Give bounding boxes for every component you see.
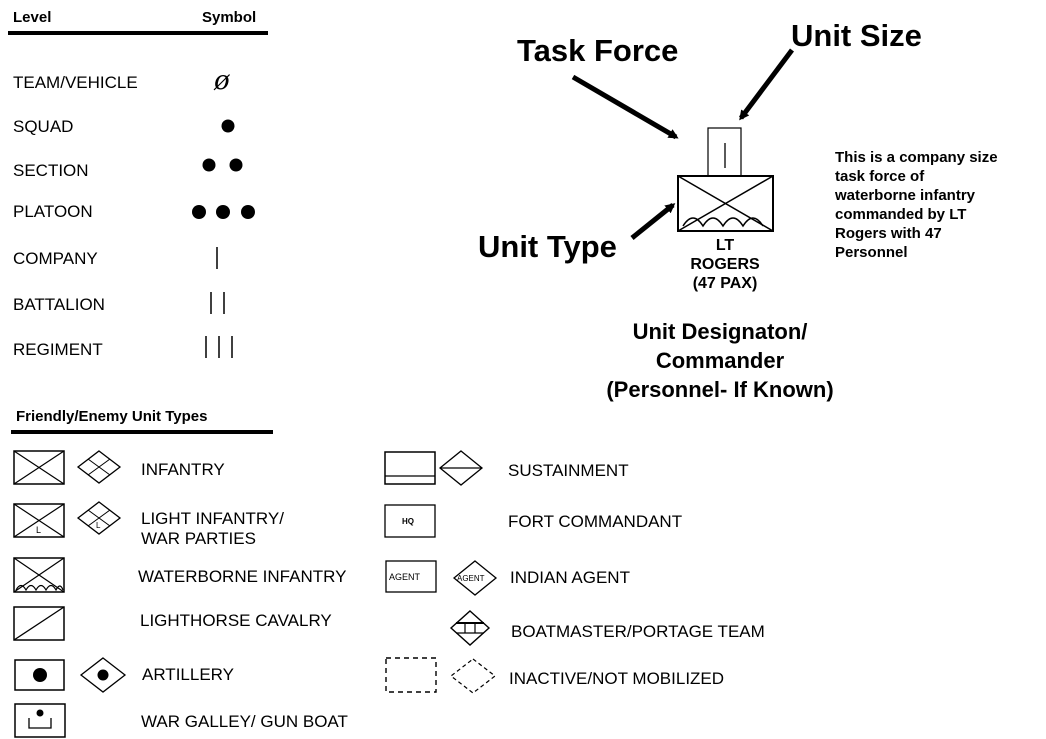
sustainment-icon <box>384 451 436 485</box>
unit-types-header: Friendly/Enemy Unit Types <box>16 408 208 425</box>
svg-text:L: L <box>36 525 41 535</box>
fort-commandant-icon: HQ <box>384 504 436 538</box>
boatmaster-icon <box>449 610 491 646</box>
light-infantry-enemy-icon: L <box>76 501 122 535</box>
label-lighthorse-cavalry: LIGHTHORSE CAVALRY <box>140 611 332 630</box>
unit-type-arrow <box>630 203 676 240</box>
section-dot-2 <box>229 158 243 172</box>
unit-size-label: Unit Size <box>791 18 922 53</box>
svg-text:HQ: HQ <box>402 517 414 526</box>
sustainment-enemy-icon <box>438 450 484 486</box>
label-indian-agent: INDIAN AGENT <box>510 568 630 587</box>
label-waterborne-infantry: WATERBORNE INFANTRY <box>138 567 347 586</box>
inactive-enemy-icon <box>450 658 496 694</box>
light-infantry-icon: L <box>13 503 65 538</box>
level-column-header: Level <box>13 9 52 26</box>
label-artillery: ARTILLERY <box>142 665 234 684</box>
unit-designation: LT ROGERS (47 PAX) <box>690 237 760 292</box>
infantry-enemy-icon <box>76 450 122 484</box>
level-section: SECTION <box>13 161 89 180</box>
platoon-dot-2 <box>216 205 230 219</box>
level-team-vehicle: TEAM/VEHICLE <box>13 73 138 92</box>
label-war-galley: WAR GALLEY/ GUN BOAT <box>141 712 348 731</box>
task-force-arrow <box>571 74 679 140</box>
level-header-rule <box>8 31 268 35</box>
section-dot-1 <box>202 158 216 172</box>
label-fort-commandant: FORT COMMANDANT <box>508 512 683 531</box>
indian-agent-enemy-icon: AGENT <box>452 560 498 596</box>
label-inactive: INACTIVE/NOT MOBILIZED <box>509 669 725 688</box>
level-company: COMPANY <box>13 249 98 268</box>
squad-dot <box>221 119 235 133</box>
designation-caption: Unit Designaton/ Commander (Personnel- I… <box>606 319 834 402</box>
label-sustainment: SUSTAINMENT <box>508 461 629 480</box>
task-force-label: Task Force <box>517 33 679 68</box>
cavalry-icon <box>13 606 65 641</box>
svg-text:AGENT: AGENT <box>457 574 485 583</box>
symbol-column-header: Symbol <box>202 9 257 26</box>
artillery-enemy-icon <box>79 657 127 693</box>
inactive-icon <box>385 657 437 693</box>
indian-agent-icon: AGENT <box>385 560 437 593</box>
example-unit-frame <box>677 175 774 232</box>
label-light-infantry: LIGHT INFANTRY/ WAR PARTIES <box>141 509 284 548</box>
gun-boat-icon <box>14 703 66 738</box>
unit-types-rule <box>11 430 273 434</box>
level-platoon: PLATOON <box>13 202 93 221</box>
level-squad: SQUAD <box>13 117 74 136</box>
platoon-dot-1 <box>192 205 206 219</box>
waterborne-infantry-icon <box>13 557 65 593</box>
infantry-icon <box>13 450 65 485</box>
unit-size-arrow <box>739 48 794 121</box>
example-description: This is a company size task force of wat… <box>835 149 998 261</box>
level-regiment: REGIMENT <box>13 340 103 359</box>
team-vehicle-symbol: ø <box>214 66 230 96</box>
unit-type-label: Unit Type <box>478 229 617 264</box>
level-battalion: BATTALION <box>13 295 105 314</box>
label-boatmaster: BOATMASTER/PORTAGE TEAM <box>511 622 765 641</box>
svg-text:AGENT: AGENT <box>389 572 421 582</box>
label-infantry: INFANTRY <box>141 460 225 479</box>
svg-text:L: L <box>96 521 101 530</box>
artillery-icon <box>14 659 65 691</box>
platoon-dot-3 <box>241 205 255 219</box>
